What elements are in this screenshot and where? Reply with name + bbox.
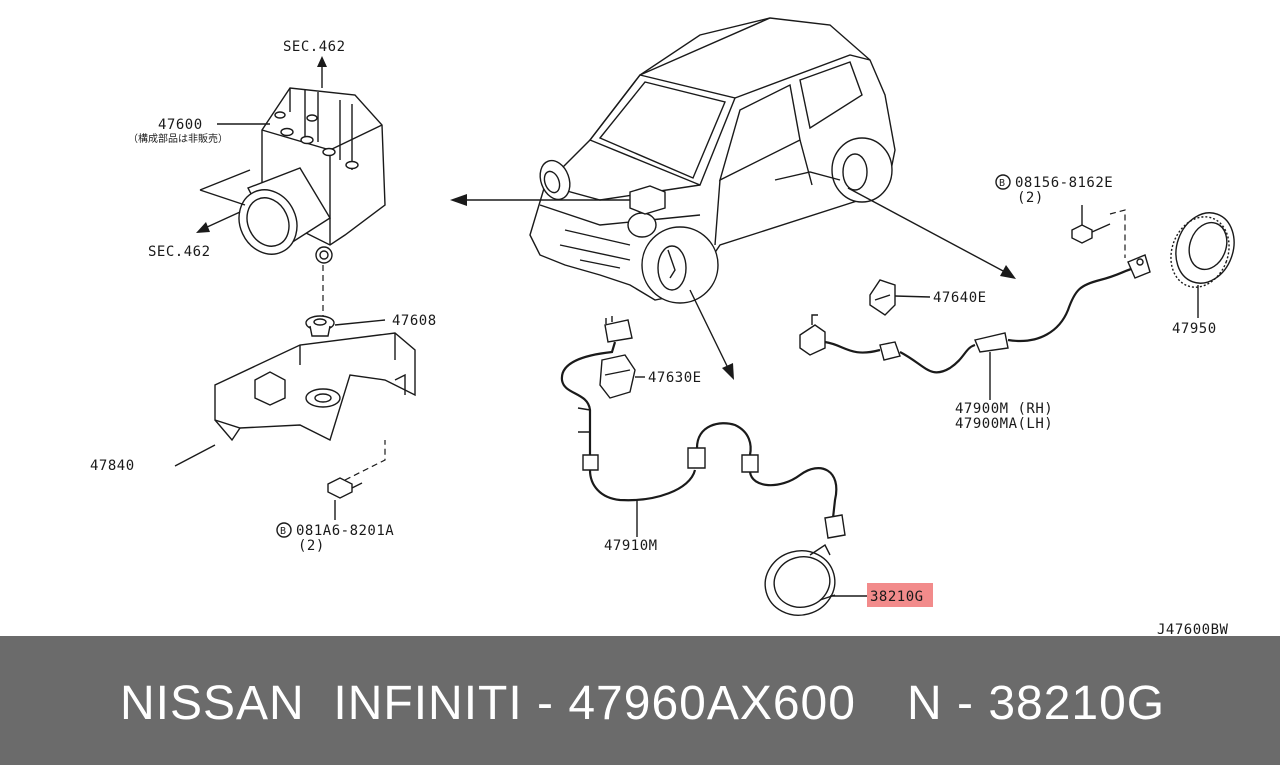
sec-462-left-label: SEC.462	[148, 244, 211, 260]
part-47910m-label: 47910M	[604, 538, 658, 554]
sec-462-top-label: SEC.462	[283, 39, 346, 55]
diagram-code: J47600BW	[1157, 622, 1229, 636]
car-illustration	[529, 17, 896, 304]
part-47600-note: （構成部品は非販売）	[128, 132, 228, 145]
footer-title: NISSAN INFINITI - 47960AX600	[120, 677, 856, 730]
part-47840-label: 47840	[90, 458, 135, 474]
parts-diagram: SEC.462 SEC.462 47600 （構成部品は非販売） 47608 4…	[90, 17, 1235, 636]
part-47608-label: 47608	[392, 313, 437, 329]
bolt-right	[1071, 223, 1111, 244]
rear-sensor-harness	[799, 254, 1151, 374]
part-47950-label: 47950	[1172, 321, 1217, 337]
bolt-right-label: 08156-8162E	[1015, 175, 1113, 191]
bolt-left-qty: (2)	[298, 538, 325, 554]
bolt-right-qty: (2)	[1017, 190, 1044, 206]
bolt-left-label: 081A6-8201A	[296, 523, 394, 539]
part-38210g-label: 38210G	[870, 589, 924, 605]
part-47630e-label: 47630E	[648, 370, 702, 386]
abs-actuator-unit	[199, 87, 386, 264]
bolt-left	[327, 477, 363, 499]
part-47900ma-label: 47900MA(LH)	[955, 416, 1053, 432]
bracket-47630e	[599, 354, 636, 399]
front-sensor-harness	[560, 316, 846, 539]
part-47640e-label: 47640E	[933, 290, 987, 306]
bolt-left-mark: B	[280, 526, 286, 537]
bolt-right-mark: B	[999, 178, 1005, 189]
part-47600-label: 47600	[158, 117, 203, 133]
tone-ring-47950	[1170, 212, 1235, 288]
bracket-47840	[214, 332, 416, 442]
footer-part-code: N - 38210G	[907, 677, 1166, 730]
part-47900m-label: 47900M (RH)	[955, 401, 1053, 417]
footer-banner: NISSAN INFINITI - 47960AX600 N - 38210G	[0, 636, 1280, 765]
clip-47640e	[869, 279, 896, 316]
ring-38210g	[764, 543, 836, 616]
part-38210g-highlight	[867, 583, 933, 607]
grommet-47608	[305, 315, 335, 337]
